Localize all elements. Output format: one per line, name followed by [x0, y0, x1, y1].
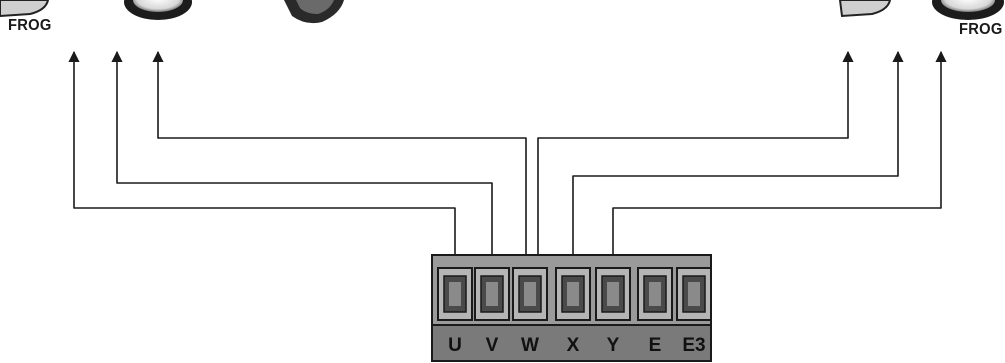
wire-group — [68, 50, 947, 282]
wire-x — [567, 50, 904, 282]
right-device-label: FROG — [959, 21, 1003, 38]
terminal-u — [437, 267, 473, 321]
right-frog-motor — [838, 0, 1004, 20]
wire-y — [607, 50, 947, 282]
terminal-e3 — [676, 267, 712, 321]
left-frog-motor — [0, 0, 192, 20]
terminal-label-e3: E3 — [682, 335, 706, 356]
terminal-label-u: U — [448, 335, 462, 356]
terminal-label-y: Y — [606, 335, 620, 356]
wire-w-right — [532, 50, 854, 282]
terminal-label-e: E — [648, 335, 662, 356]
terminal-label-w: W — [521, 335, 539, 356]
terminal-w — [512, 267, 548, 321]
left-device-label: FROG — [8, 17, 52, 34]
wire-v — [111, 50, 498, 282]
wire-u — [68, 50, 461, 282]
terminal-x — [555, 267, 591, 321]
terminal-v — [474, 267, 510, 321]
terminal-e — [637, 267, 673, 321]
terminal-y — [595, 267, 631, 321]
terminal-label-x: X — [566, 335, 580, 356]
terminal-label-v: V — [485, 335, 499, 356]
wire-w-left — [152, 50, 532, 282]
terminal-block — [431, 254, 712, 362]
control-unit-fragment — [284, 0, 344, 24]
